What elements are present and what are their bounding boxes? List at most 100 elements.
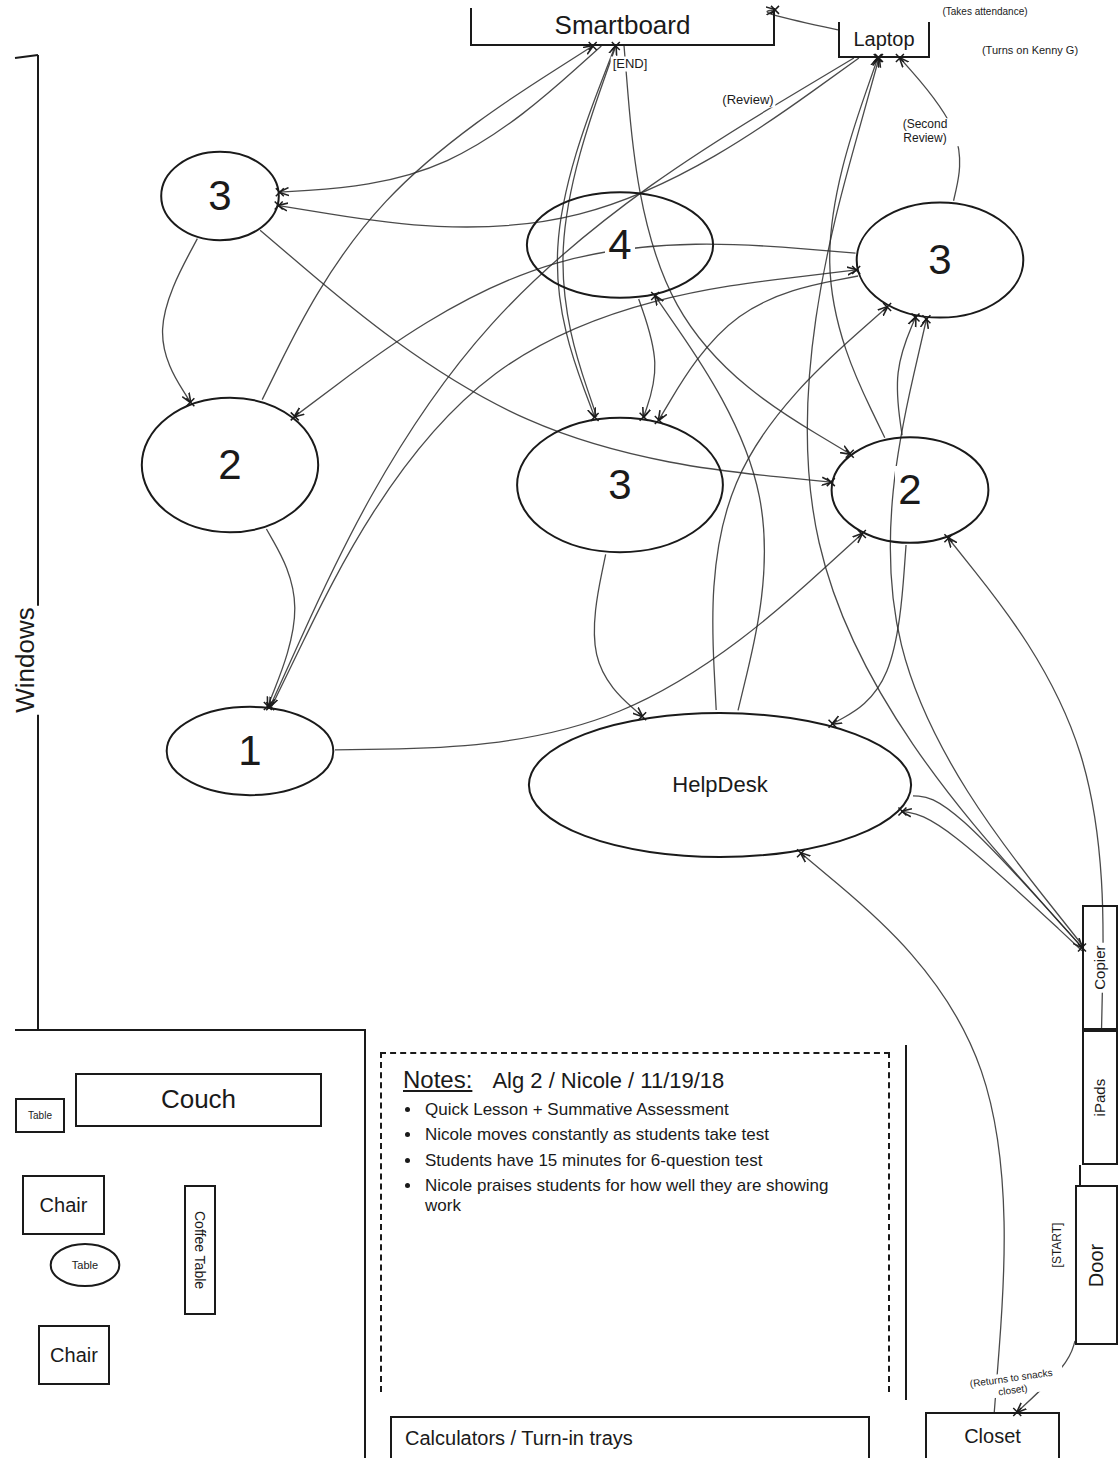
student-table: 3 — [855, 200, 1025, 320]
node-label: 4 — [605, 221, 634, 269]
table-ellipse — [857, 202, 1024, 317]
round-table: Table — [50, 1243, 120, 1287]
closet: Closet — [925, 1412, 1060, 1458]
position-mark — [276, 188, 284, 196]
movement-arrow — [594, 554, 642, 716]
ipads-box: iPads — [1082, 1030, 1118, 1165]
movement-arrow — [713, 307, 887, 710]
node-label: Closet — [961, 1425, 1024, 1448]
annotation: (Turns on Kenny G) — [980, 44, 1080, 57]
table-ellipse — [527, 192, 713, 298]
movement-arrow — [270, 58, 854, 706]
laptop-desk: Laptop — [838, 22, 930, 58]
movement-arrow — [659, 276, 858, 420]
lounge-area — [15, 1030, 365, 1458]
movement-arrow — [260, 230, 831, 482]
position-mark — [612, 42, 620, 50]
node-label: 2 — [215, 441, 244, 489]
node-label: Coffee Table — [192, 1208, 208, 1292]
student-table: 3 — [160, 150, 280, 242]
node-label: Smartboard — [552, 11, 694, 41]
movement-arrow — [639, 299, 655, 417]
movement-arrow — [833, 545, 906, 724]
movement-arrow — [266, 529, 294, 706]
movement-arrow — [655, 296, 764, 710]
movement-arrow — [262, 46, 592, 400]
table-ellipse — [517, 418, 723, 552]
smartboard: Smartboard — [470, 8, 775, 46]
node-label: Couch — [158, 1085, 239, 1115]
annotation: (Review) — [720, 93, 775, 108]
movement-arrow — [902, 811, 1082, 950]
node-label: 2 — [895, 466, 924, 514]
chair: Chair — [38, 1325, 110, 1385]
student-table: 2 — [140, 395, 320, 535]
note-item: Nicole moves constantly as students take… — [422, 1125, 870, 1145]
table-ellipse — [161, 152, 279, 240]
movement-arrow — [280, 46, 602, 192]
notes-panel: Notes: Alg 2 / Nicole / 11/19/18Quick Les… — [380, 1052, 890, 1392]
node-label: Table — [69, 1259, 101, 1272]
node-label: 1 — [235, 727, 264, 775]
position-mark — [875, 54, 883, 62]
side-table: Table — [15, 1098, 65, 1133]
help-desk: HelpDesk — [525, 710, 915, 860]
node-label: 3 — [205, 172, 234, 220]
movement-arrow — [807, 58, 1082, 947]
table-ellipse — [167, 707, 334, 795]
node-label: iPads — [1091, 1076, 1108, 1120]
node-label: HelpDesk — [669, 772, 770, 797]
note-item: Nicole praises students for how well the… — [422, 1176, 870, 1215]
coffee-table: Coffee Table — [184, 1185, 216, 1315]
node-label: Chair — [47, 1344, 101, 1367]
door: Door — [1075, 1185, 1118, 1345]
movement-arrow — [913, 796, 1082, 948]
movement-arrow — [948, 538, 1103, 1030]
annotation: (Takes attendance) — [940, 6, 1029, 18]
calculator-shelf: Calculators / Turn-in trays — [390, 1416, 870, 1458]
annotation: (Second Review) — [891, 118, 959, 146]
movement-arrow — [163, 239, 198, 403]
student-table: 2 — [830, 435, 990, 545]
node-label: Chair — [37, 1194, 91, 1217]
wall-line — [1079, 1165, 1081, 1185]
window-wall — [37, 55, 39, 1030]
annotation: (Returns to snacks closet) — [959, 1365, 1065, 1402]
table-ellipse — [529, 713, 911, 857]
position-mark — [896, 54, 904, 62]
table-ellipse — [832, 437, 989, 543]
wall-label: Windows — [11, 605, 41, 714]
notes-heading: Notes: — [400, 1066, 475, 1094]
chair: Chair — [22, 1175, 105, 1235]
student-table: 4 — [525, 190, 715, 300]
movement-arrow — [295, 244, 856, 416]
notes-subtitle: Alg 2 / Nicole / 11/19/18 — [489, 1068, 727, 1093]
movement-arrow — [624, 46, 850, 454]
student-table: 1 — [165, 705, 335, 797]
movement-arrow — [890, 319, 1082, 945]
node-label: Copier — [1091, 942, 1108, 992]
couch: Couch — [75, 1073, 322, 1127]
copier-box: Copier — [1082, 905, 1118, 1030]
node-label: Calculators / Turn-in trays — [402, 1427, 636, 1450]
node-label: Table — [25, 1110, 55, 1122]
note-item: Quick Lesson + Summative Assessment — [422, 1100, 870, 1120]
corridor-wall — [905, 1045, 907, 1400]
note-item: Students have 15 minutes for 6-question … — [422, 1151, 870, 1171]
node-label: 3 — [925, 236, 954, 284]
table-ellipse — [142, 398, 318, 532]
table-ellipse — [51, 1244, 120, 1286]
node-label: Door — [1085, 1240, 1108, 1289]
movement-arrow — [272, 270, 857, 707]
student-table: 3 — [515, 415, 725, 555]
position-mark — [874, 54, 882, 62]
position-mark — [589, 42, 597, 50]
node-label: 3 — [605, 461, 634, 509]
end-marker: [END] — [611, 57, 650, 72]
node-label: Laptop — [850, 28, 917, 51]
movement-arrow — [830, 58, 885, 438]
wall-line — [15, 55, 38, 58]
start-marker: [START] — [1051, 1221, 1065, 1270]
